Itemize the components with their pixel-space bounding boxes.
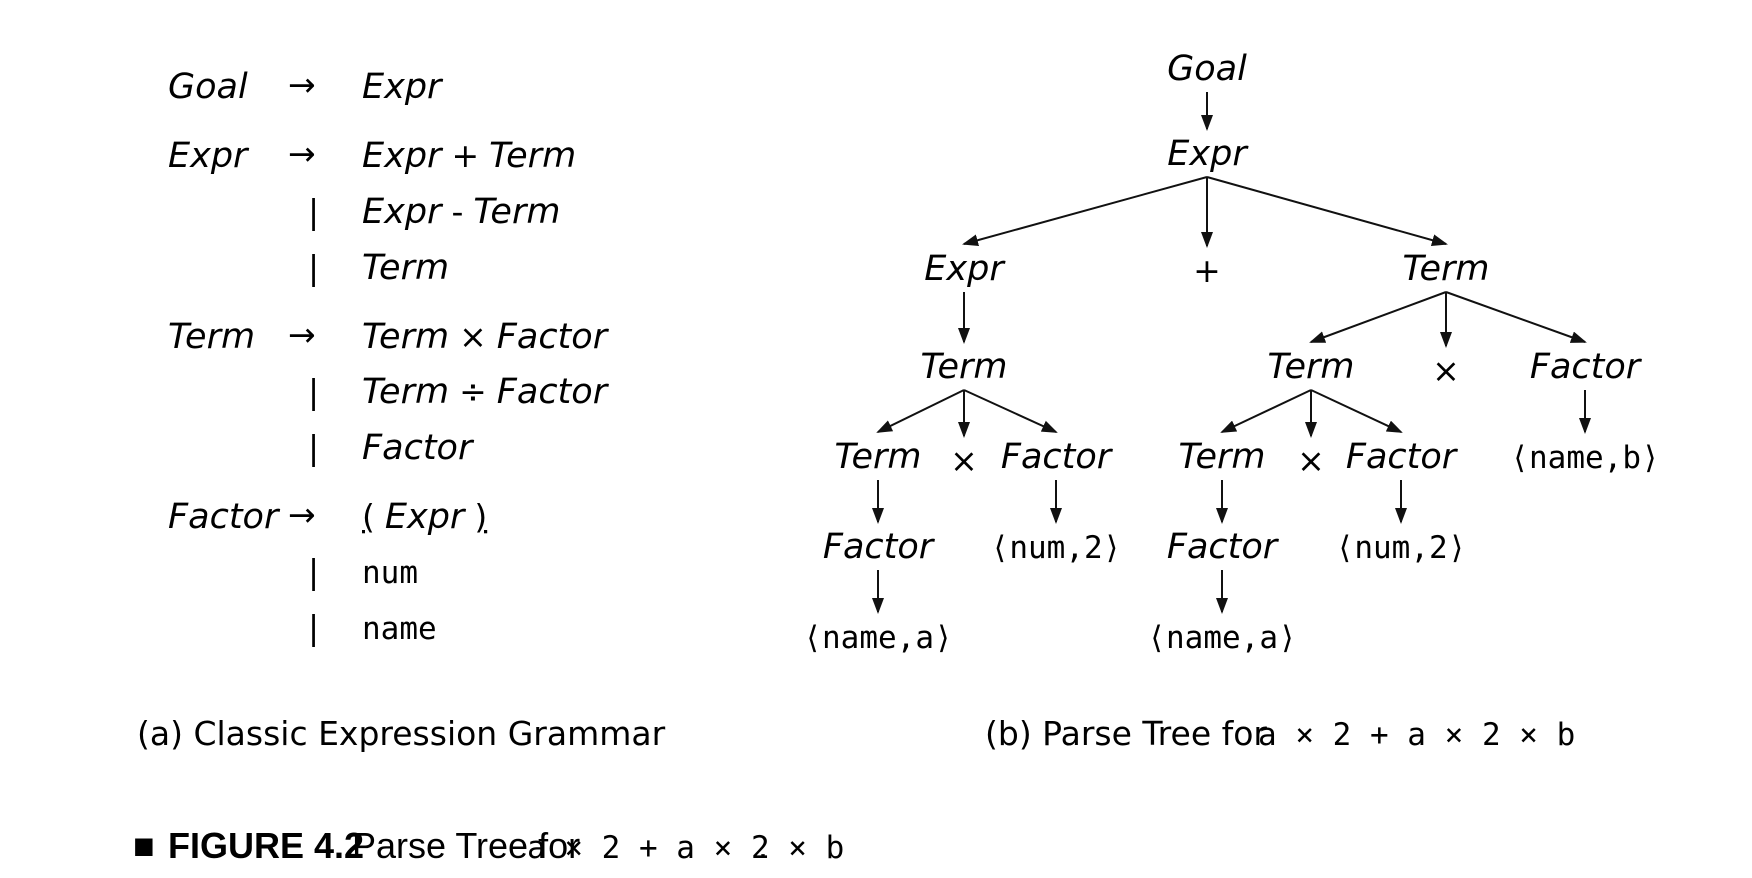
grammar-symbol: Factor — [497, 372, 610, 412]
tree-node-n-term-rll: Term — [1178, 437, 1265, 477]
tree-node-n-expr: Expr — [1167, 134, 1249, 174]
grammar-alternative-bar: | — [308, 192, 319, 231]
grammar-symbol: Expr — [362, 67, 444, 107]
tree-edge-n-term-rl-to-n-fac-rl — [1310, 389, 1403, 433]
tree-node-n-num-l: ⟨num,2⟩ — [991, 530, 1122, 566]
tree-node-n-fac-l: Factor — [1001, 437, 1114, 477]
tree-node-n-goal: Goal — [1167, 49, 1247, 89]
caption-b-expression: a × 2 + a × 2 × b — [1258, 717, 1575, 753]
tree-node-n-fac-r: Factor — [1530, 347, 1643, 387]
grammar-lhs-goal: Goal — [168, 67, 248, 107]
tree-edge-n-term-l-to-n-fac-l — [963, 389, 1058, 433]
grammar-symbol: Term — [473, 192, 560, 232]
tree-node-n-term-ll: Term — [834, 437, 921, 477]
tree-edge-n-expr-to-n-expr2 — [962, 176, 1208, 247]
tree-node-n-fac-rl: Factor — [1346, 437, 1459, 477]
classic-expression-grammar: Goal→ExprExpr→Expr+Term|Expr-Term|TermTe… — [168, 65, 610, 647]
grammar-symbol: Expr — [362, 136, 444, 176]
tree-edge-n-term-l-to-n-term-ll — [876, 389, 965, 433]
grammar-production: Expr+ Term — [362, 136, 576, 176]
grammar-production: num — [362, 555, 418, 591]
tree-node-n-fac-rll: Factor — [1167, 527, 1280, 567]
tree-node-n-plus: + — [1193, 251, 1221, 290]
grammar-symbol: Expr — [362, 192, 444, 232]
grammar-alternative-bar: | — [308, 372, 319, 411]
figure-caption-text: Parse Tree for — [352, 825, 580, 866]
tree-edge-n-term-r-to-n-term-rl — [1309, 291, 1447, 343]
grammar-alternative-bar: | — [308, 428, 319, 467]
figure-label: FIGURE 4.2 — [168, 825, 364, 866]
grammar-production: ( Expr) — [362, 497, 487, 537]
tree-edge-n-term-r-to-n-fac-r — [1445, 291, 1587, 343]
grammar-production: Term ÷ Factor — [362, 372, 610, 412]
grammar-production: Expr — [362, 67, 444, 107]
grammar-arrow: → — [288, 65, 316, 104]
tree-node-n-term-r: Term — [1402, 249, 1489, 289]
tree-node-n-expr2: Expr — [924, 249, 1006, 289]
tree-node-n-term-l: Term — [920, 347, 1007, 387]
tree-node-n-name-a2: ⟨name,a⟩ — [1147, 620, 1296, 656]
tree-node-n-times3: × — [1432, 351, 1460, 390]
tree-edge-n-term-rl-to-n-term-rll — [1220, 389, 1312, 433]
grammar-lhs-expr: Expr — [168, 136, 250, 176]
grammar-arrow: → — [288, 315, 316, 354]
tree-node-n-times2: × — [1297, 441, 1325, 480]
caption-b-prefix: (b) Parse Tree for — [985, 714, 1267, 753]
tree-edge-n-expr-to-n-term-r — [1206, 176, 1448, 246]
grammar-lhs-factor: Factor — [168, 497, 281, 537]
grammar-symbol: Factor — [362, 428, 475, 468]
grammar-symbol: Term — [362, 372, 449, 412]
grammar-symbol: × — [459, 317, 487, 356]
grammar-symbol: Term — [362, 248, 449, 288]
tree-node-n-num-r: ⟨num,2⟩ — [1336, 530, 1467, 566]
grammar-production: Term × Factor — [362, 317, 610, 357]
grammar-symbol: Term — [362, 317, 449, 357]
grammar-symbol: Expr — [385, 497, 467, 537]
grammar-arrow: → — [288, 495, 316, 534]
figure-marker: ■ — [133, 825, 155, 866]
parse-tree-edges — [872, 92, 1591, 614]
tree-node-n-fac-lll: Factor — [823, 527, 936, 567]
grammar-alternative-bar: | — [308, 608, 319, 647]
grammar-alternative-bar: | — [308, 552, 319, 591]
grammar-symbol: - — [451, 192, 463, 231]
grammar-production: Factor — [362, 428, 475, 468]
parse-tree-nodes: GoalExprExpr+TermTermTerm×FactorTerm×Fac… — [803, 49, 1659, 656]
figure-caption-expression: a × 2 + a × 2 × b — [527, 830, 844, 866]
grammar-production: name — [362, 611, 437, 647]
grammar-symbol: Term — [489, 136, 576, 176]
tree-node-n-name-b: ⟨name,b⟩ — [1510, 440, 1659, 476]
tree-node-n-term-rl: Term — [1267, 347, 1354, 387]
grammar-symbol: ( — [362, 497, 375, 536]
grammar-arrow: → — [288, 134, 316, 173]
caption-a: (a) Classic Expression Grammar — [137, 714, 666, 753]
tree-node-n-times1: × — [950, 441, 978, 480]
grammar-lhs-term: Term — [168, 317, 255, 357]
grammar-symbol: num — [362, 555, 418, 591]
tree-node-n-name-a1: ⟨name,a⟩ — [803, 620, 952, 656]
grammar-symbol: Factor — [497, 317, 610, 357]
grammar-symbol: + — [451, 136, 479, 175]
figure-caption-period: . — [758, 825, 768, 866]
grammar-production: Term — [362, 248, 449, 288]
grammar-symbol: ÷ — [459, 372, 487, 411]
grammar-production: Expr-Term — [362, 192, 560, 232]
grammar-symbol: name — [362, 611, 437, 647]
grammar-alternative-bar: | — [308, 248, 319, 287]
grammar-symbol: ) — [474, 497, 487, 536]
